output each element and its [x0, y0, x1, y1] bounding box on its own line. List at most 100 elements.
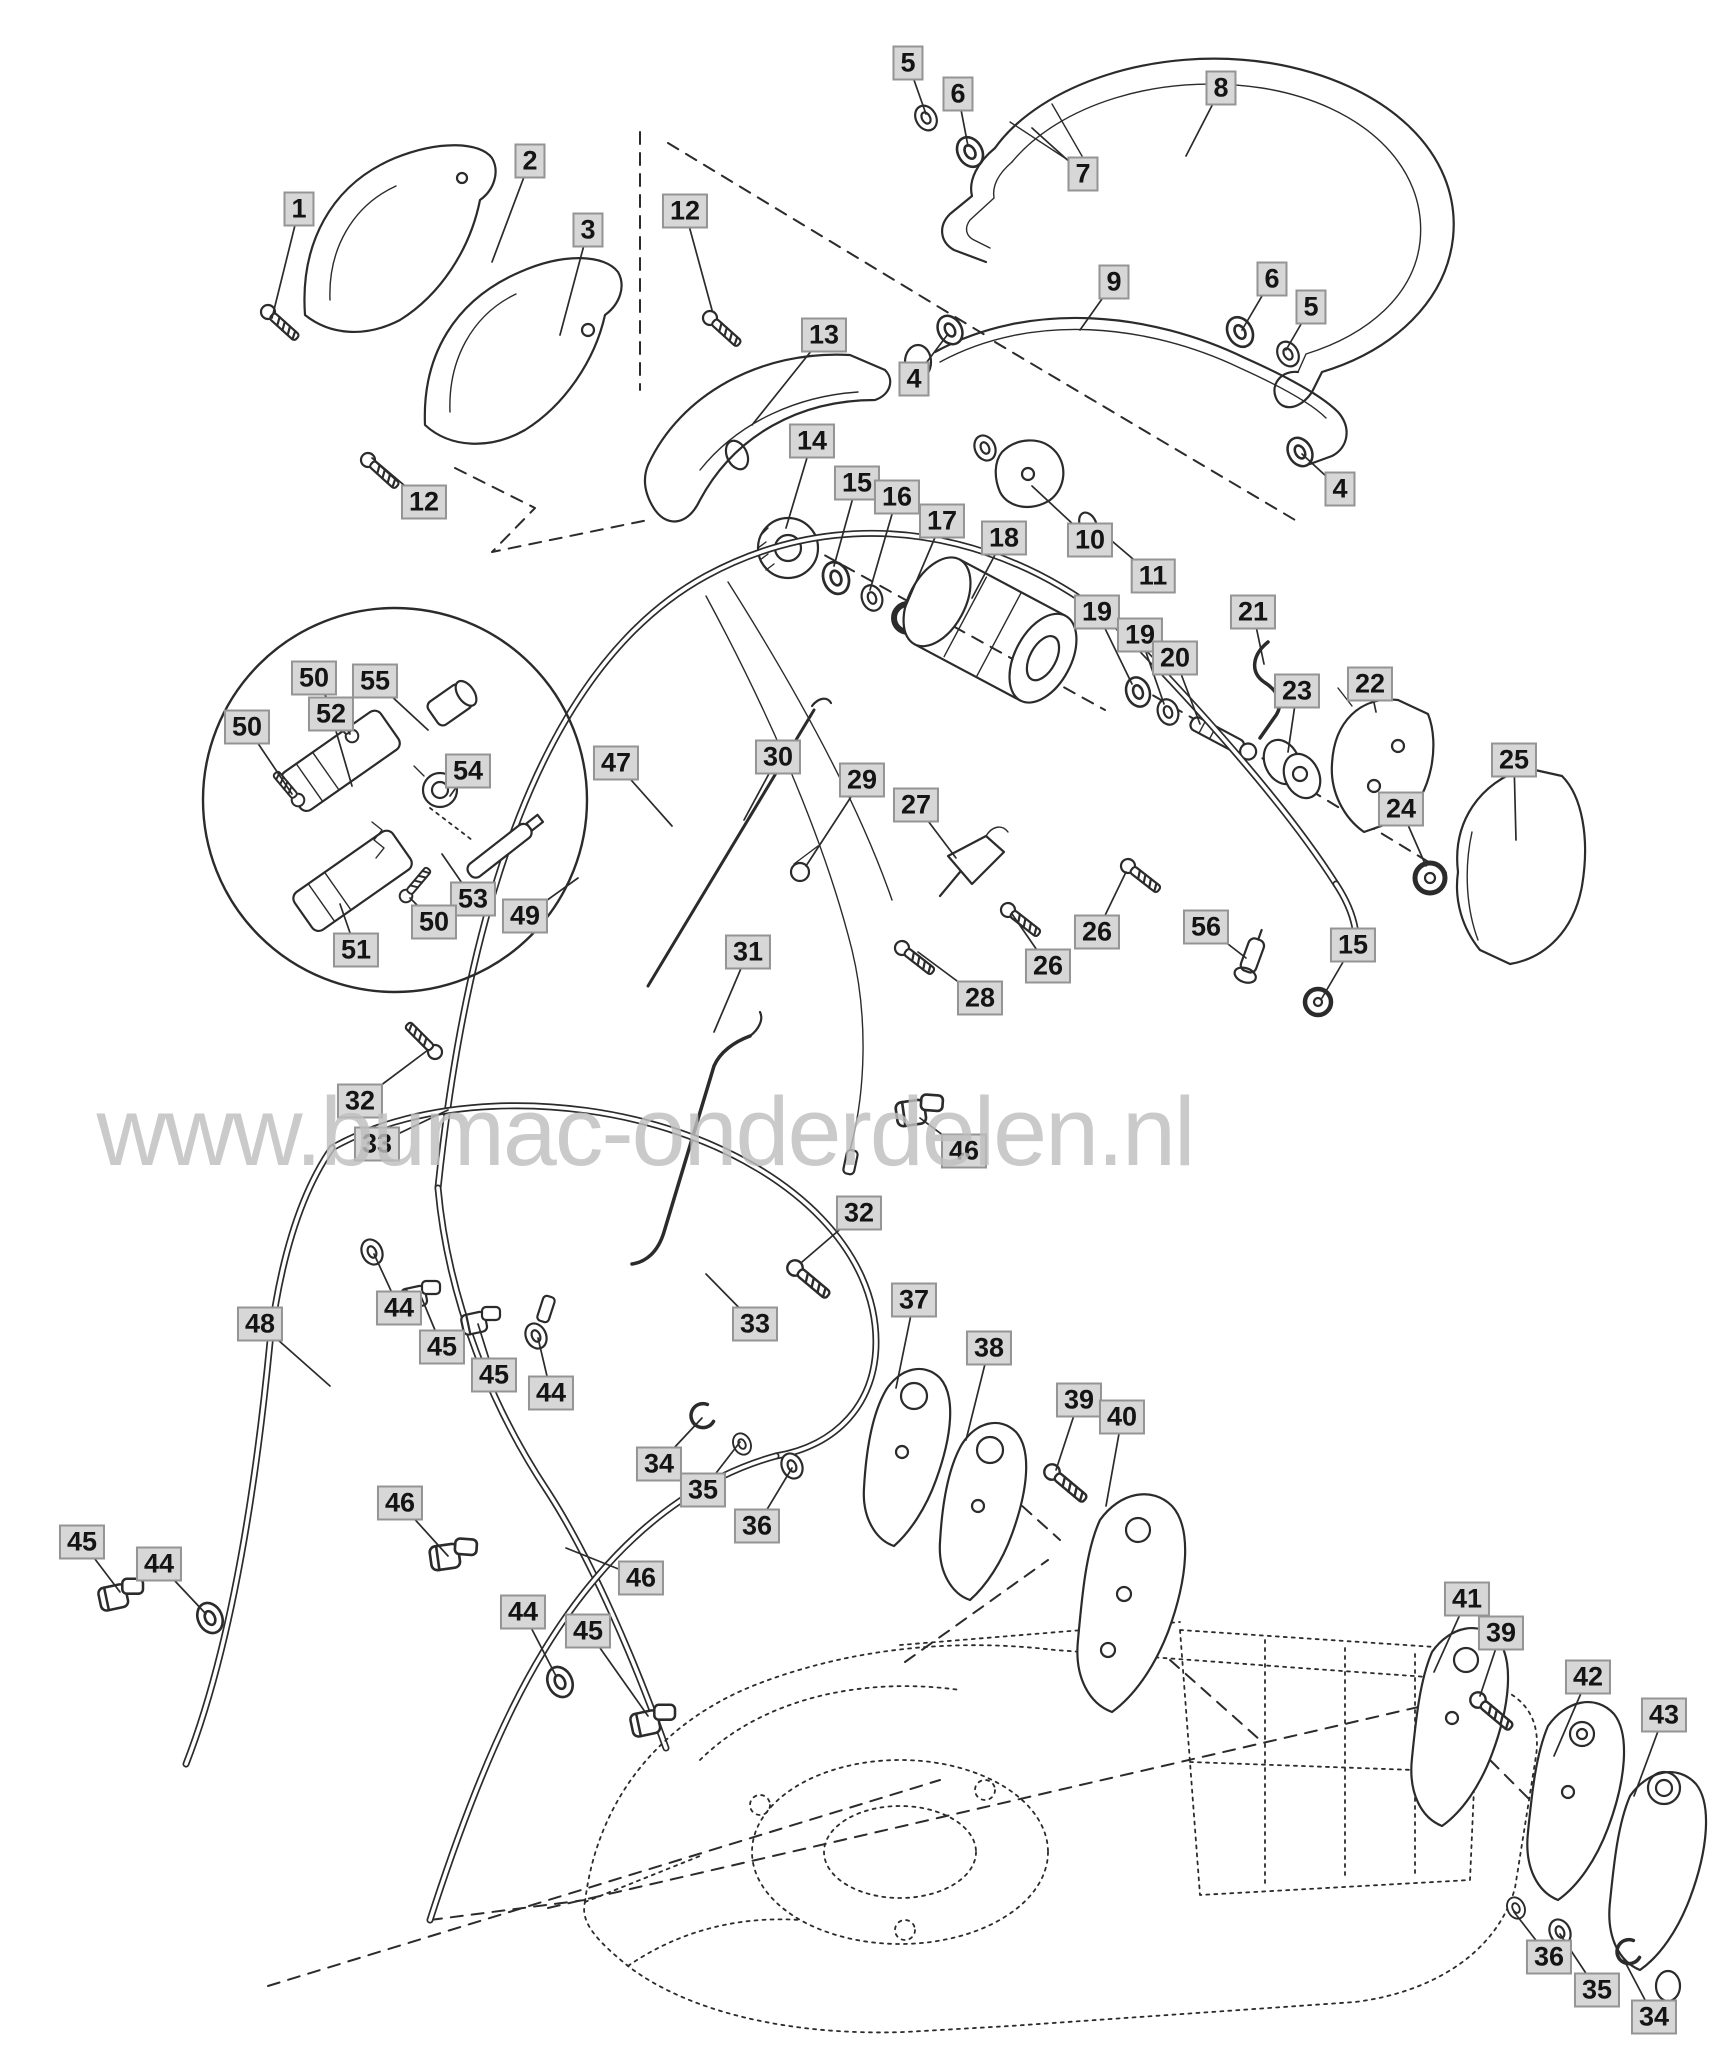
part-label-9: 9 — [1098, 264, 1130, 300]
bracket-part38 — [938, 1422, 1028, 1602]
part-label-44: 44 — [499, 1594, 547, 1630]
rod-part31 — [630, 1010, 763, 1266]
part-label-55: 55 — [351, 663, 399, 699]
part-label-42: 42 — [1564, 1659, 1612, 1695]
part-label-20: 20 — [1151, 640, 1199, 676]
part-label-33: 33 — [731, 1306, 779, 1342]
motor-part18 — [902, 556, 1078, 704]
pin-part21 — [1253, 640, 1282, 740]
part-label-34: 34 — [1630, 1999, 1678, 2035]
part-label-38: 38 — [965, 1330, 1013, 1366]
part-label-13: 13 — [800, 317, 848, 353]
part-label-37: 37 — [890, 1282, 938, 1318]
part-label-28: 28 — [956, 980, 1004, 1016]
part-label-39: 39 — [1477, 1615, 1525, 1651]
nut-part24 — [1412, 860, 1448, 896]
part-label-43: 43 — [1640, 1697, 1688, 1733]
part-label-45: 45 — [58, 1524, 106, 1560]
upper-handlebar-part8 — [941, 57, 1455, 409]
part-label-53: 53 — [449, 881, 497, 917]
part-label-31: 31 — [724, 934, 772, 970]
part-label-50: 50 — [410, 904, 458, 940]
part-label-41: 41 — [1443, 1581, 1491, 1617]
part-label-26: 26 — [1073, 914, 1121, 950]
part-label-3: 3 — [572, 212, 604, 248]
part-label-18: 18 — [980, 520, 1028, 556]
leader-line-3 — [559, 229, 589, 336]
leader-line-1 — [271, 208, 300, 319]
part-label-32: 32 — [835, 1195, 883, 1231]
part-label-14: 14 — [788, 423, 836, 459]
part-label-44: 44 — [135, 1546, 183, 1582]
part-label-8: 8 — [1205, 70, 1237, 106]
part-label-5: 5 — [892, 45, 924, 81]
cover-part2 — [303, 144, 497, 334]
bracket-part40 — [1076, 1493, 1187, 1714]
clamp-part29 — [789, 845, 819, 883]
part-label-4: 4 — [898, 361, 930, 397]
part-label-44: 44 — [375, 1290, 423, 1326]
detail-circle-brush-assembly — [201, 606, 589, 994]
part-label-4: 4 — [1324, 471, 1356, 507]
part-label-50: 50 — [290, 660, 338, 696]
part-label-45: 45 — [418, 1329, 466, 1365]
part-label-23: 23 — [1273, 673, 1321, 709]
part-label-5: 5 — [1295, 289, 1327, 325]
part-label-52: 52 — [307, 696, 355, 732]
part-label-15: 15 — [1329, 927, 1377, 963]
part-label-46: 46 — [376, 1485, 424, 1521]
watermark-text: www.bumac-onderdelen.nl — [96, 1077, 1195, 1186]
part-label-46: 46 — [940, 1133, 988, 1169]
part-label-6: 6 — [1256, 261, 1288, 297]
part-label-6: 6 — [942, 76, 974, 112]
part-label-39: 39 — [1055, 1382, 1103, 1418]
part-label-35: 35 — [679, 1472, 727, 1508]
part-label-33: 33 — [353, 1126, 401, 1162]
part-label-30: 30 — [754, 739, 802, 775]
bracket-part37 — [862, 1368, 952, 1548]
part-label-7: 7 — [1067, 156, 1099, 192]
part-label-2: 2 — [514, 143, 546, 179]
part-label-24: 24 — [1377, 791, 1425, 827]
part-label-32: 32 — [336, 1083, 384, 1119]
part-label-45: 45 — [470, 1357, 518, 1393]
lever-part27 — [938, 826, 1009, 898]
part-label-35: 35 — [1573, 1972, 1621, 2008]
part-label-21: 21 — [1229, 594, 1277, 630]
cover-part13 — [643, 353, 892, 523]
part-label-15: 15 — [833, 465, 881, 501]
part-label-22: 22 — [1346, 666, 1394, 702]
part-label-10: 10 — [1066, 522, 1114, 558]
control-cables — [536, 581, 893, 1324]
part-label-54: 54 — [444, 753, 492, 789]
part-label-27: 27 — [892, 787, 940, 823]
cover-part3 — [423, 257, 623, 445]
plug-part56 — [1233, 928, 1266, 984]
part-label-11: 11 — [1130, 558, 1176, 594]
handle-tube-part47 — [434, 529, 1360, 1752]
part-label-26: 26 — [1024, 948, 1072, 984]
bracket-part43 — [1608, 1770, 1708, 1972]
cover-part25 — [1455, 766, 1587, 966]
part-label-47: 47 — [592, 745, 640, 781]
bracket-part42 — [1526, 1701, 1626, 1902]
part-label-36: 36 — [733, 1508, 781, 1544]
part-label-12: 12 — [661, 193, 709, 229]
part-label-1: 1 — [283, 191, 315, 227]
part-label-25: 25 — [1490, 742, 1538, 778]
part-label-34: 34 — [635, 1446, 683, 1482]
part-label-50: 50 — [223, 709, 271, 745]
part-label-19: 19 — [1073, 594, 1121, 630]
part-label-16: 16 — [873, 479, 921, 515]
part-label-29: 29 — [838, 762, 886, 798]
part-label-56: 56 — [1182, 909, 1230, 945]
part-label-49: 49 — [501, 898, 549, 934]
part-label-48: 48 — [236, 1306, 284, 1342]
part-label-12: 12 — [400, 484, 448, 520]
part-label-17: 17 — [918, 503, 966, 539]
part-label-46: 46 — [617, 1560, 665, 1596]
part-label-44: 44 — [527, 1375, 575, 1411]
